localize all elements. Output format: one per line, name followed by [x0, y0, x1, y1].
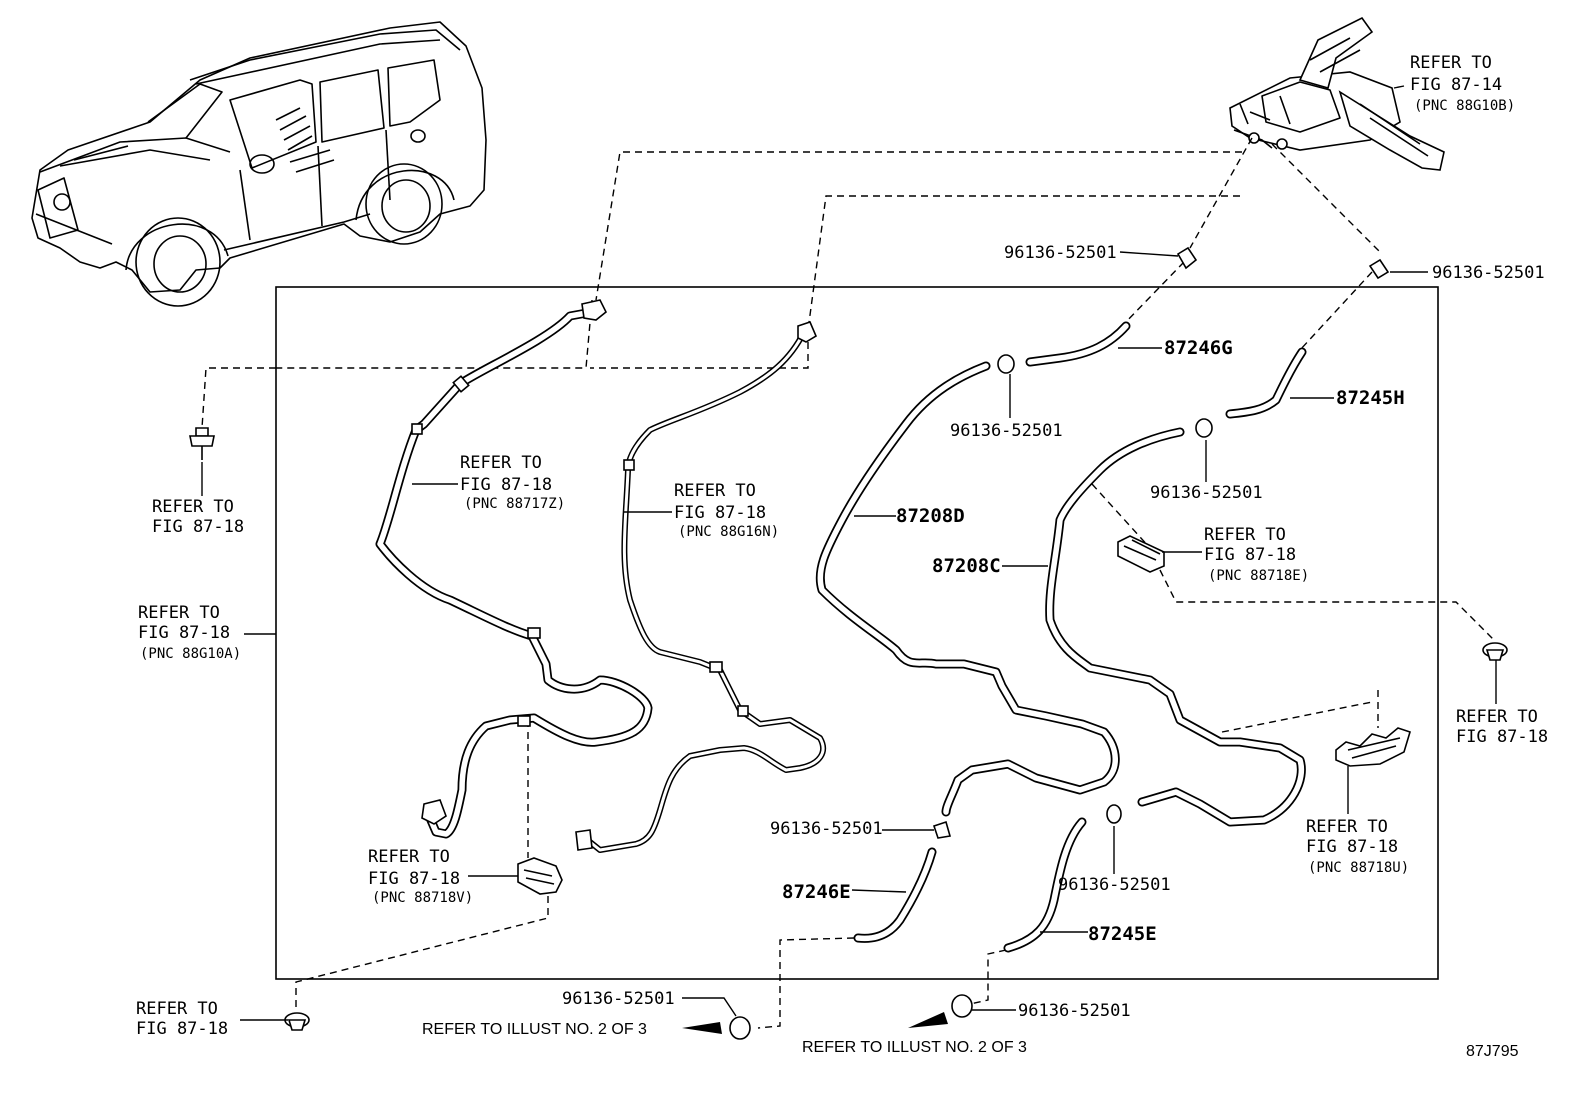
clamp-label-5: 96136-52501: [770, 819, 883, 839]
hose-88717Z: [375, 299, 653, 839]
ref-clip-v-l2: FIG 87-18: [368, 869, 460, 889]
clamp-label-1: 96136-52501: [1004, 243, 1117, 263]
hose-87246G: [1025, 321, 1131, 367]
ref-hose-b-l1: REFER TO: [674, 481, 756, 501]
nut-right: [1482, 642, 1508, 661]
solid-leaders: [201, 85, 1497, 1021]
ref-left-frame-l3: (PNC 88G10A): [140, 646, 241, 662]
clamp-label-6: 96136-52501: [1058, 875, 1171, 895]
assembly-frame: [275, 286, 1439, 980]
ref-right-nut-l1: REFER TO: [1456, 707, 1538, 727]
ref-clip-v-l3: (PNC 88718V): [372, 890, 473, 906]
ref-top-right-l1: REFER TO: [1410, 53, 1492, 73]
diagram-code: 87J795: [1466, 1043, 1519, 1060]
ref-left-frame-l1: REFER TO: [138, 603, 220, 623]
clip-88718E: [1117, 535, 1165, 573]
ref-clip-e-l2: FIG 87-18: [1204, 545, 1296, 565]
ref-right-nut-l2: FIG 87-18: [1456, 727, 1548, 747]
bolt-left: [189, 427, 215, 460]
ref-left-bolt-l2: FIG 87-18: [152, 517, 244, 537]
ref-clip-e-l1: REFER TO: [1204, 525, 1286, 545]
clip-88718U: [1335, 727, 1411, 767]
part-87208D: 87208D: [896, 505, 965, 527]
hose-87208C: [1045, 427, 1306, 827]
ref-bottom-nut-l1: REFER TO: [136, 999, 218, 1019]
ref-hose-a-l3: (PNC 88717Z): [464, 496, 565, 512]
clamp-label-8: 96136-52501: [1018, 1001, 1131, 1021]
part-87246G: 87246G: [1164, 337, 1233, 359]
ref-clip-e-l3: (PNC 88718E): [1208, 568, 1309, 584]
clamp-label-7: 96136-52501: [562, 989, 675, 1009]
hose-87208D: [815, 361, 1120, 817]
ref-left-bolt-l1: REFER TO: [152, 497, 234, 517]
ref-bottom-nut-l2: FIG 87-18: [136, 1019, 228, 1039]
part-87245E: 87245E: [1088, 923, 1157, 945]
refer-illust-right: REFER TO ILLUST NO. 2 OF 3: [802, 1039, 1027, 1056]
arrow-left-icon: [682, 1022, 722, 1034]
ref-top-right-l3: (PNC 88G10B): [1414, 98, 1515, 114]
hose-88G16N: [575, 321, 827, 853]
ref-clip-u-l2: FIG 87-18: [1306, 837, 1398, 857]
part-87246E: 87246E: [782, 881, 851, 903]
nut-bottom: [284, 1012, 310, 1031]
ref-left-frame-l2: FIG 87-18: [138, 623, 230, 643]
dashed-reference-lines: [201, 137, 1495, 1029]
clip-88718V: [517, 857, 563, 895]
vehicle-illustration: [31, 21, 487, 307]
ref-clip-u-l1: REFER TO: [1306, 817, 1388, 837]
part-87208C: 87208C: [932, 555, 1001, 577]
refer-illust-left: REFER TO ILLUST NO. 2 OF 3: [422, 1021, 647, 1038]
ref-clip-v-l1: REFER TO: [368, 847, 450, 867]
hose-87245E: [1003, 817, 1087, 953]
heater-unit-assembly: [1229, 16, 1445, 171]
hose-87246E: [853, 847, 937, 943]
ref-hose-a-l2: FIG 87-18: [460, 475, 552, 495]
ref-hose-a-l1: REFER TO: [460, 453, 542, 473]
ref-clip-u-l3: (PNC 88718U): [1308, 860, 1409, 876]
hose-clamps: [729, 246, 1390, 1040]
clamp-label-3: 96136-52501: [950, 421, 1063, 441]
hose-87245H: [1225, 347, 1307, 419]
ref-hose-b-l2: FIG 87-18: [674, 503, 766, 523]
clamp-label-4: 96136-52501: [1150, 483, 1263, 503]
ref-hose-b-l3: (PNC 88G16N): [678, 524, 779, 540]
arrow-right-icon: [908, 1012, 948, 1028]
part-87245H: 87245H: [1336, 387, 1405, 409]
clamp-label-2: 96136-52501: [1432, 263, 1545, 283]
ref-top-right-l2: FIG 87-14: [1410, 75, 1502, 95]
